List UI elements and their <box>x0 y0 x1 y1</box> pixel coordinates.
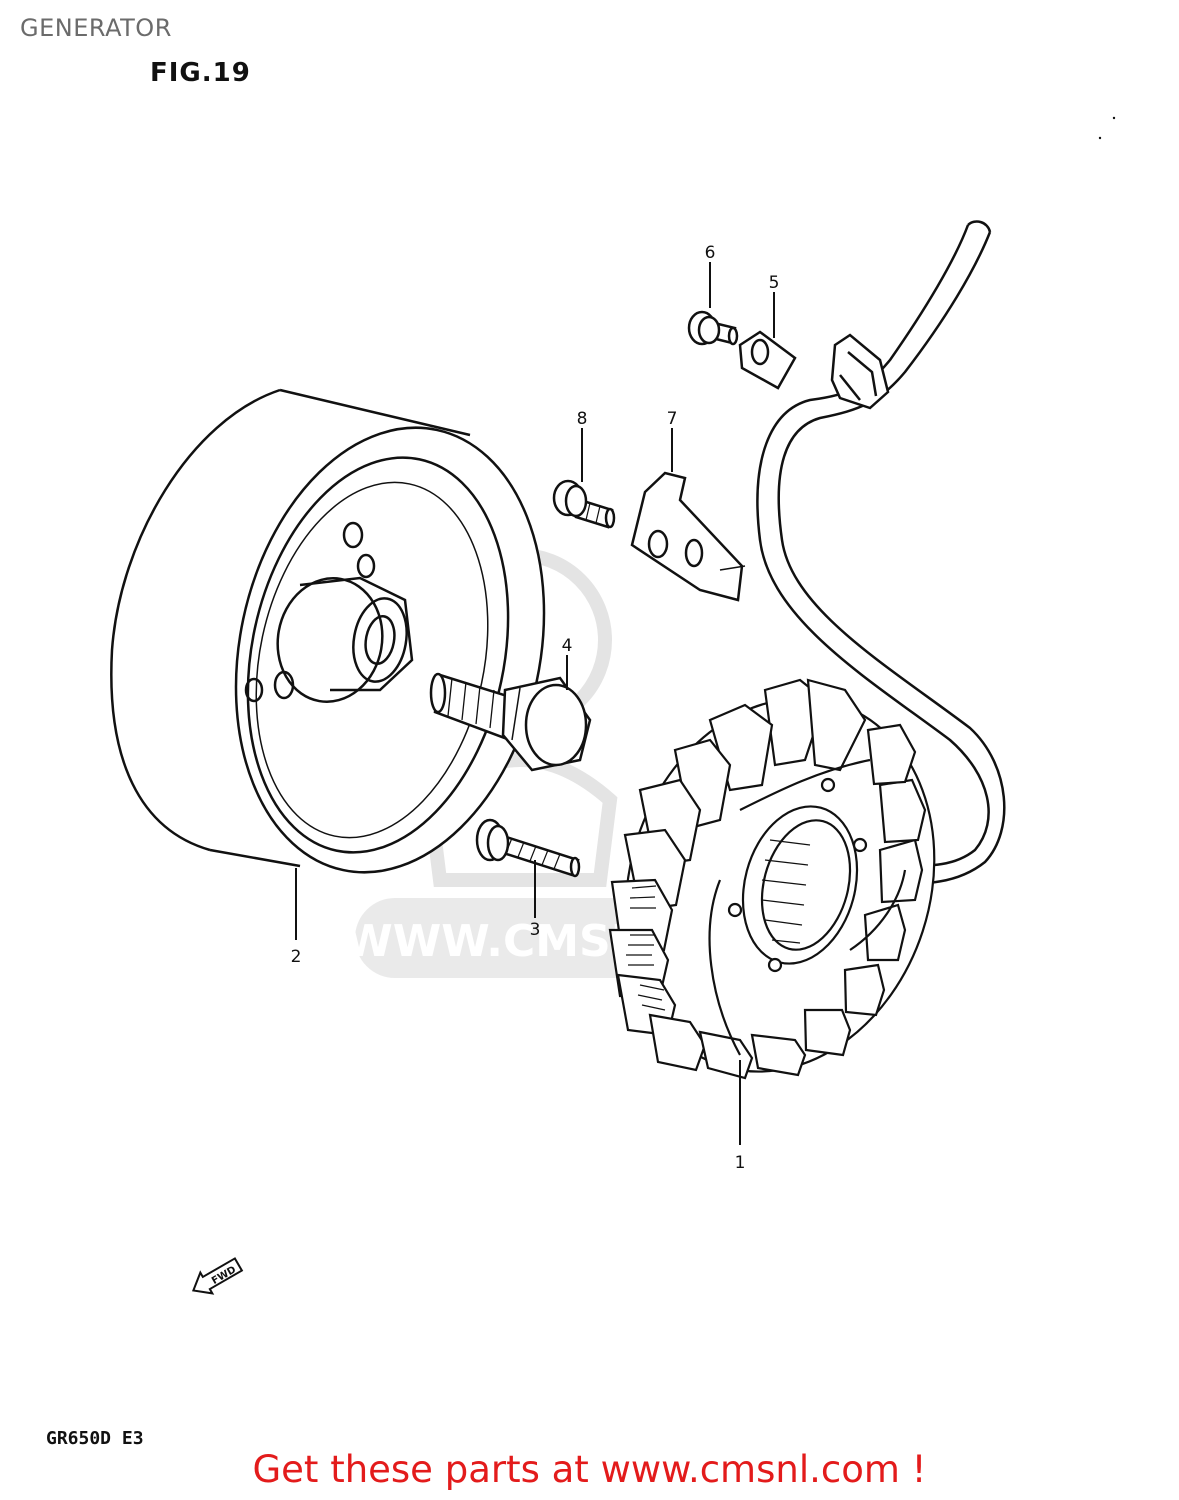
plate-screw <box>552 479 616 529</box>
fwd-arrow-icon: FWD <box>191 1257 244 1295</box>
callout-2: 2 <box>291 947 302 967</box>
callout-5: 5 <box>769 273 780 293</box>
stator-bolt <box>475 818 581 878</box>
wire-clamp <box>738 330 797 390</box>
wire-guide-plate <box>630 471 746 602</box>
figure-label: FIG.19 <box>150 58 251 88</box>
callout-3: 3 <box>530 920 541 940</box>
speck <box>1098 136 1102 140</box>
callout-1: 1 <box>735 1153 746 1173</box>
stator <box>608 678 936 1080</box>
page-title: GENERATOR <box>20 14 172 42</box>
leader-lines <box>295 262 775 1145</box>
model-code: GR650D E3 <box>46 1428 144 1449</box>
parts-link-banner[interactable]: Get these parts at www.cmsnl.com ! <box>252 1448 927 1491</box>
callout-6: 6 <box>705 243 716 263</box>
callout-4: 4 <box>562 636 573 656</box>
callout-7: 7 <box>667 409 678 429</box>
rotor-flywheel <box>110 388 546 874</box>
callout-8: 8 <box>577 409 588 429</box>
clamp-screw <box>687 310 739 346</box>
wire-harness <box>756 220 1006 886</box>
rotor-bolt <box>429 672 592 772</box>
speck <box>1112 116 1116 120</box>
